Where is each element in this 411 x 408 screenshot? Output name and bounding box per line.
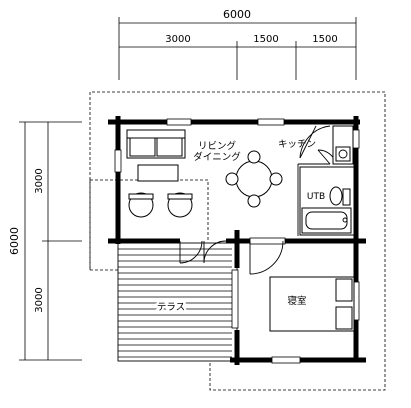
windows <box>114 118 360 364</box>
doors <box>179 125 337 275</box>
living-furniture <box>126 129 283 218</box>
dim-left-total: 6000 <box>8 227 21 255</box>
kitchen-fixtures <box>332 125 354 165</box>
top-dimensions: 6000 3000 1500 1500 <box>118 8 357 80</box>
utb-unit <box>299 166 355 236</box>
dim-top-seg-2: 1500 <box>253 34 278 45</box>
label-bedroom: 寝室 <box>287 295 306 307</box>
roof-outline <box>89 91 386 391</box>
label-terrace: テラス <box>157 302 185 313</box>
room-labels: リビング ダイニング キッチン UTB 寝室 テラス <box>155 139 325 315</box>
dim-top-total: 6000 <box>223 8 251 21</box>
armchair-left <box>128 192 154 218</box>
left-dimensions: 6000 3000 3000 <box>8 121 82 361</box>
dim-top-seg-1: 3000 <box>165 34 190 45</box>
armchair-right <box>167 192 193 218</box>
label-dining: ダイニング <box>193 151 241 163</box>
label-kitchen: キッチン <box>278 139 316 150</box>
dim-top-seg-3: 1500 <box>312 34 337 45</box>
coffee-table <box>137 164 179 182</box>
sofa <box>126 129 186 159</box>
bed <box>269 276 355 332</box>
label-utb: UTB <box>307 192 325 202</box>
dim-left-seg-2: 3000 <box>34 287 45 312</box>
terrace-deck <box>117 242 239 362</box>
dim-left-seg-1: 3000 <box>34 168 45 193</box>
label-living: リビング <box>198 140 237 152</box>
dining-set <box>225 150 283 208</box>
